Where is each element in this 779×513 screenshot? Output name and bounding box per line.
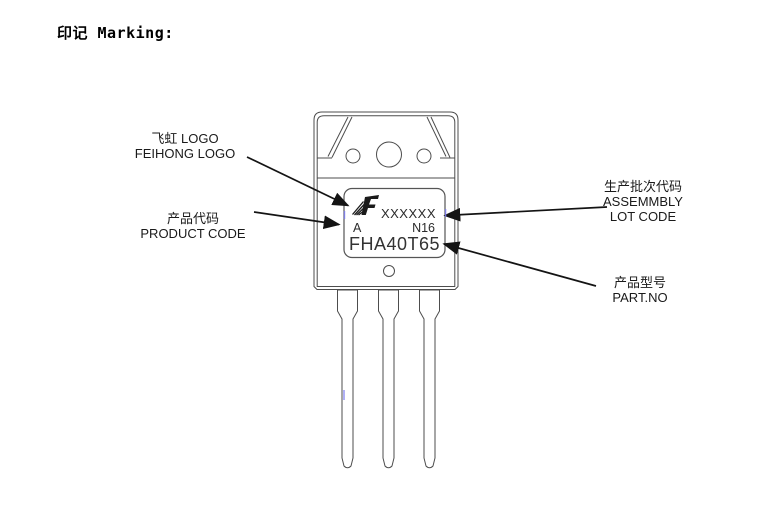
feihong-logo-icon (352, 195, 379, 216)
pin1-indicator-hole (383, 265, 395, 277)
callout-feihong-logo-en: FEIHONG LOGO (134, 146, 236, 161)
package-body (313, 111, 459, 469)
callout-arrows (246, 156, 608, 287)
marking-part-number: FHA40T65 (348, 234, 441, 254)
marking-date-code: N16 (412, 221, 435, 235)
page-title: 印记 Marking: (57, 24, 174, 42)
arrow-part-no (442, 241, 597, 287)
annotation-artifacts (343, 209, 447, 400)
lead-1 (337, 289, 358, 469)
arrow-lot-code (443, 206, 608, 222)
callout-assembly-lot-code-en1: ASSEMMBLY (603, 194, 683, 209)
mounting-hole-right (416, 148, 432, 164)
callout-part-no-zh: 产品型号 (613, 275, 666, 290)
callout-assembly-lot-code: 生产批次代码 ASSEMMBLY LOT CODE (573, 179, 713, 224)
mounting-hole-left (345, 148, 361, 164)
callout-part-no-en: PART.NO (612, 290, 668, 305)
arrow-product-code (253, 211, 341, 230)
callout-feihong-logo-zh: 飞虹 LOGO (151, 131, 219, 146)
marking-lot-code: XXXXXX (380, 206, 436, 221)
callout-product-code-en: PRODUCT CODE (140, 226, 246, 241)
callout-feihong-logo: 飞虹 LOGO FEIHONG LOGO (110, 131, 260, 161)
marking-product-code: A (353, 221, 362, 235)
callout-assembly-lot-code-en2: LOT CODE (609, 209, 677, 224)
marking-label-content: XXXXXX A N16 FHA40T65 (344, 188, 445, 257)
callout-product-code-zh: 产品代码 (166, 211, 219, 226)
callout-product-code: 产品代码 PRODUCT CODE (118, 211, 268, 241)
lead-3 (419, 289, 440, 469)
mounting-hole-large (376, 141, 402, 168)
callout-assembly-lot-code-zh: 生产批次代码 (603, 179, 682, 194)
callout-part-no: 产品型号 PART.NO (570, 275, 710, 305)
arrow-feihong-logo (246, 156, 350, 207)
lead-2 (378, 289, 399, 469)
